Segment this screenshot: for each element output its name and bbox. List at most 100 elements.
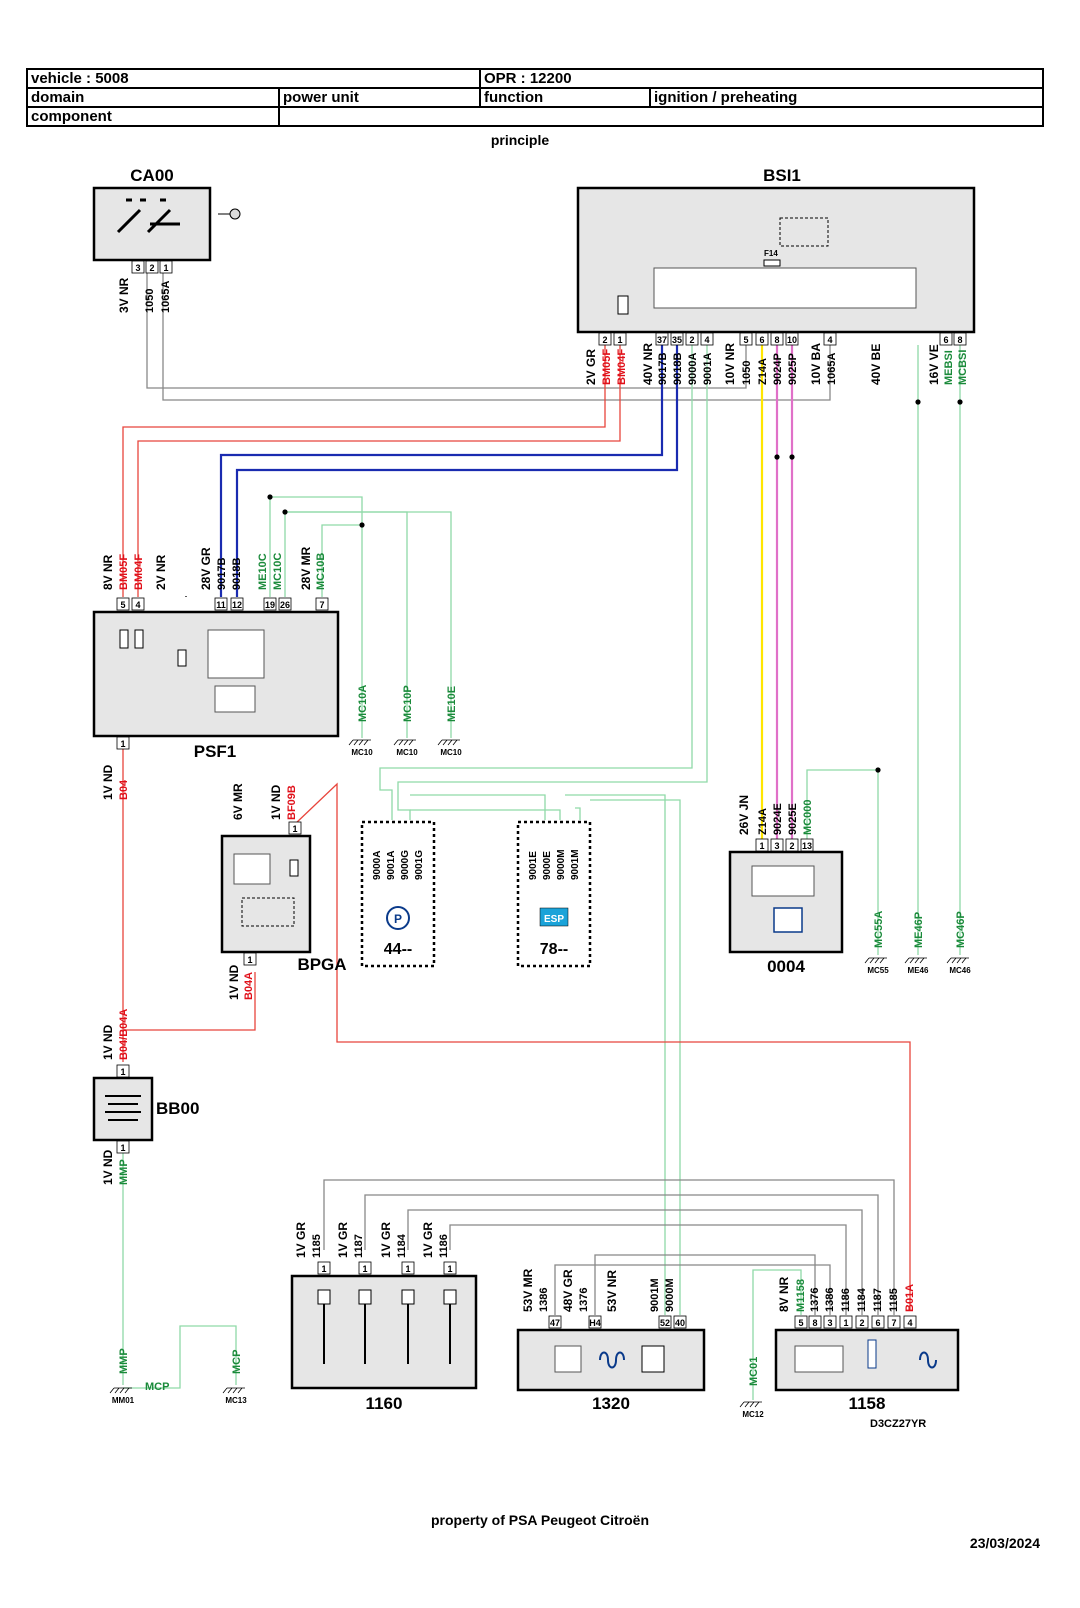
wire-tag: 9000A: [687, 353, 699, 385]
junction-mc10c: [282, 509, 288, 515]
ground-symbol: [222, 1387, 245, 1394]
junction-9024: [774, 454, 780, 460]
ground-tag: MC46P: [955, 911, 967, 948]
wire-tag: 6V MR: [231, 783, 245, 820]
wire-tag: 53V MR: [521, 1268, 535, 1312]
ecu-1320-pin: [658, 1315, 672, 1329]
pin-number: 4: [704, 335, 709, 345]
psf1-ecu: [207, 629, 265, 679]
instrument-panel-pin: [755, 838, 769, 852]
wire-9017b: [219, 345, 664, 597]
wire-tag: 1V GR: [421, 1222, 435, 1258]
function-value: ignition / preheating: [649, 87, 1044, 108]
wire-tag: B04/B04A: [118, 1009, 130, 1060]
bpga-relay: [241, 897, 295, 927]
wire-tag: 9001E: [528, 851, 539, 880]
fuse-mf4: [134, 629, 144, 649]
preheat-unit-pin: [839, 1315, 853, 1329]
ground-tag: MC10P: [402, 685, 414, 722]
ca00-pin: [159, 260, 173, 274]
print-date: 23/03/2024: [969, 1535, 1040, 1551]
pin-number: 5: [120, 600, 125, 610]
pin-number: 10: [787, 335, 797, 345]
wire-bm04f: [137, 345, 621, 597]
wire-tag: 1V ND: [227, 964, 241, 1000]
relay-icon: [779, 217, 829, 247]
wire-9000m-short: [575, 807, 581, 820]
pin-number: 4: [135, 600, 140, 610]
wire-1065A: [162, 273, 831, 401]
bsi1-pin: [739, 332, 753, 346]
wire-tag: 2V GR: [584, 349, 598, 385]
wire-tag: MCBSI: [957, 350, 969, 385]
psf1-pin: [116, 736, 130, 750]
ground-symbol: [109, 1387, 132, 1394]
wire-tag: 9000G: [400, 850, 411, 880]
junction-mc10b: [359, 522, 365, 528]
battery-label: BB00: [156, 1099, 199, 1118]
fuse-f14: [763, 259, 781, 267]
ecu-1320-pin: [588, 1315, 602, 1329]
pin-number: 1: [843, 1318, 848, 1328]
mcp-mid-tag: MCP: [145, 1381, 169, 1393]
junction-9025: [789, 454, 795, 460]
ground-symbol: [393, 739, 416, 746]
bsi1-pin: [770, 332, 784, 346]
pin-number: 7: [891, 1318, 896, 1328]
pin-number: 4: [827, 335, 832, 345]
wire-tag: 9001M: [649, 1278, 661, 1312]
wire-tag: 9001G: [414, 850, 425, 880]
battery-cell-icon: [105, 1095, 141, 1121]
bsi1-pin: [613, 332, 627, 346]
pin-number: 2: [859, 1318, 864, 1328]
fuse-f14-label: F14: [764, 249, 778, 258]
module-44-box: [360, 820, 436, 968]
instrument-panel-pin: [785, 838, 799, 852]
wire-tag: 9024P: [772, 353, 784, 385]
wire-tag: 1187: [353, 1234, 365, 1258]
preheat-pulse: [794, 1345, 844, 1373]
component-value: [278, 106, 1044, 127]
pin-number: 13: [802, 841, 812, 851]
preheat-unit-pin: [855, 1315, 869, 1329]
pin-number: 6: [943, 335, 948, 345]
ground-symbol: [348, 739, 371, 746]
preheat-unit-label: 1158: [849, 1394, 886, 1413]
battery-warning-icon: [773, 907, 803, 933]
wire-tag: BM05F: [118, 554, 130, 590]
pin-number: 1: [447, 1264, 452, 1274]
pin-number: 7: [319, 600, 324, 610]
psf1-relay: [214, 685, 256, 713]
opr-cell: OPR : 12200: [479, 68, 1044, 89]
bsi1-pin: [700, 332, 714, 346]
pin-number: 11: [216, 600, 226, 610]
glow-plug-icon: [317, 1289, 331, 1305]
wire-tag: 1050: [741, 361, 753, 385]
wire-tag: 9024E: [772, 803, 784, 835]
ground-tag: MCP: [231, 1350, 243, 1374]
ecu-1320-pin: [673, 1315, 687, 1329]
pin-number: 47: [550, 1318, 560, 1328]
pin-number: 1: [292, 824, 297, 834]
wire-tag: 28V MR: [299, 546, 313, 590]
ground-symbol: [739, 1401, 762, 1408]
wire-tag: 9025E: [787, 803, 799, 835]
wire-tag: 10V BA: [809, 343, 823, 385]
ignition-switch-icon: [116, 198, 180, 234]
psf1-pin: [131, 597, 145, 611]
wire-1376: [594, 1254, 816, 1315]
pin-number: 4: [907, 1318, 912, 1328]
parking-brake-icon: [386, 906, 410, 930]
pin-number: 3: [135, 263, 140, 273]
pin-number: 40: [675, 1318, 685, 1328]
ground-label: MC46: [949, 966, 971, 975]
bpga-pin: [243, 952, 257, 966]
pin-number: 2: [789, 841, 794, 851]
wire-tag: 1184: [396, 1233, 408, 1258]
wire-tag: 9001M: [570, 849, 581, 880]
pin-number: 1: [247, 955, 252, 965]
component-label: component: [26, 106, 280, 127]
psf1-pin: [230, 597, 244, 611]
pin-number: 52: [660, 1318, 670, 1328]
psf1-pin: [214, 597, 228, 611]
